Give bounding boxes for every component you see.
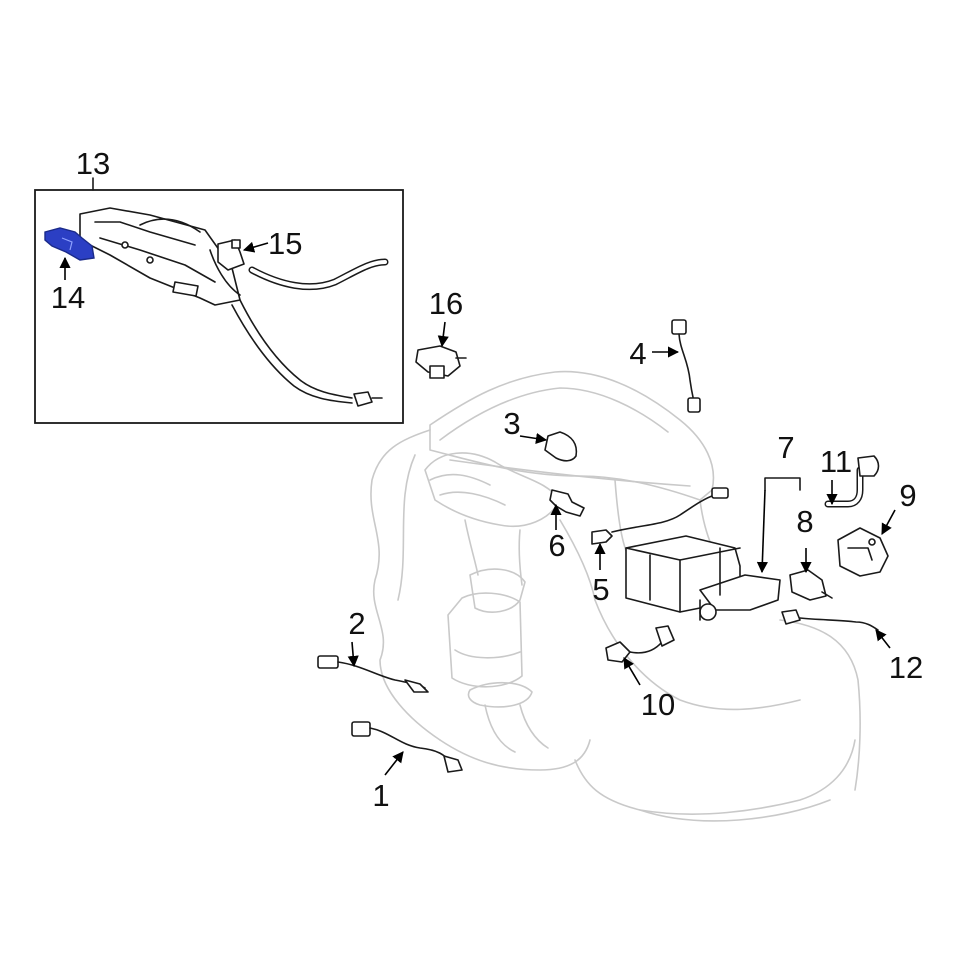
part-12-sensor [781, 609, 879, 631]
callout-10: 10 [641, 687, 675, 722]
hose-fitting-13 [353, 391, 383, 407]
callout-3: 3 [503, 406, 520, 441]
callout-4: 4 [629, 336, 646, 371]
part-10-sensor [605, 625, 675, 663]
callout-14: 14 [51, 280, 85, 315]
callout-11: 11 [820, 444, 852, 479]
part-1-sensor [351, 721, 463, 773]
callout-13: 13 [76, 146, 110, 181]
part-2-sensor [317, 655, 429, 693]
vacuum-hoses [231, 258, 389, 404]
callout-16: 16 [429, 286, 463, 321]
part-5-sensor [591, 487, 729, 545]
part-6-sensor [549, 489, 585, 517]
vsv-15 [217, 239, 245, 271]
inset-frame-13 [34, 189, 404, 424]
callout-7: 7 [777, 430, 794, 465]
callout-9: 9 [899, 478, 916, 513]
part-16-valve [415, 345, 467, 379]
callout-1: 1 [372, 778, 389, 813]
part-9-bracket [837, 527, 889, 577]
callout-6: 6 [548, 528, 565, 563]
part-8-valve [789, 569, 833, 601]
callout-2: 2 [348, 606, 365, 641]
part-7-canister [625, 535, 781, 621]
part-4-sensor [671, 319, 701, 413]
part-11-hose [824, 455, 880, 508]
vsv-bracket [79, 207, 241, 306]
callout-15: 15 [268, 226, 302, 261]
callout-labels: 13 14 15 16 4 3 6 5 7 8 9 11 12 10 2 1 [51, 146, 923, 813]
vsv-14-highlighted [44, 227, 95, 261]
callout-12: 12 [889, 650, 923, 685]
callout-5: 5 [592, 572, 609, 607]
leader-arrows [59, 241, 896, 776]
callout-8: 8 [796, 504, 813, 539]
part-3-sensor [544, 431, 578, 462]
